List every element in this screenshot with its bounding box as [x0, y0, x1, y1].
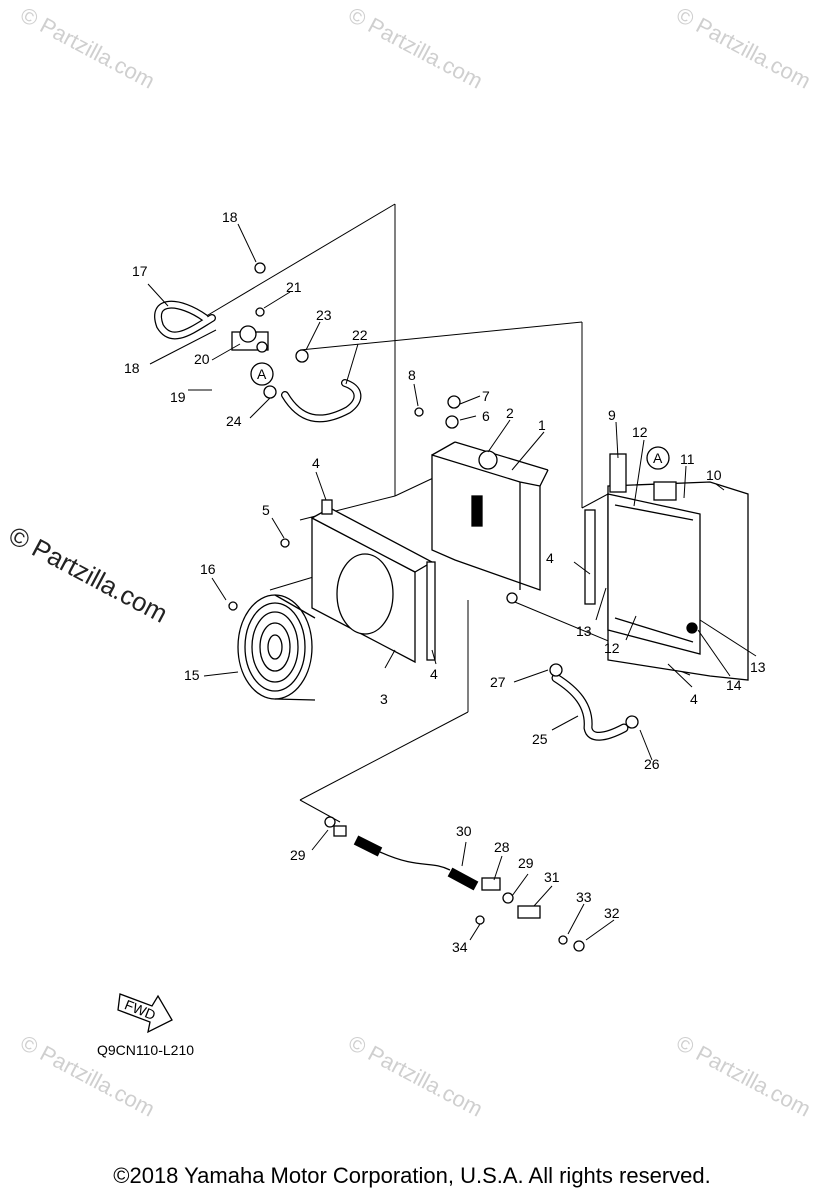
callout-13b: 13: [750, 659, 766, 675]
callout-24: 24: [226, 413, 242, 429]
callout-5: 5: [262, 502, 270, 518]
copyright-notice: ©2018 Yamaha Motor Corporation, U.S.A. A…: [113, 1163, 711, 1188]
fwd-arrow-icon: [117, 993, 173, 1034]
callout-15: 15: [184, 667, 200, 683]
upper-hose-17-inner: [155, 302, 215, 339]
callout-11: 11: [680, 451, 695, 467]
callout-4c: 4: [546, 550, 554, 566]
thermostat-housing: [231, 325, 269, 353]
callout-18a: 18: [222, 209, 238, 225]
callout-4a: 4: [312, 455, 320, 471]
fan-assembly: [237, 594, 316, 701]
seal-strip-left: [426, 561, 436, 661]
guide-lines: [202, 203, 691, 823]
fan-shroud: [310, 499, 434, 664]
callout-34: 34: [452, 939, 468, 955]
callout-25: 25: [532, 731, 548, 747]
callout-8: 8: [408, 367, 416, 383]
callout-30: 30: [456, 823, 472, 839]
callout-23: 23: [316, 307, 332, 323]
diagram-code: Q9CN110-L210: [97, 1042, 195, 1058]
callout-13a: 13: [576, 623, 592, 639]
lower-hose-25-inner: [552, 674, 628, 740]
callout-4d: 4: [690, 691, 698, 707]
upper-hose-22-inner: [282, 380, 361, 422]
callout-3: 3: [380, 691, 388, 707]
callout-29b: 29: [518, 855, 534, 871]
callout-22: 22: [352, 327, 368, 343]
marker-a-left: [250, 362, 274, 386]
callout-12b: 12: [604, 640, 620, 656]
callout-9: 9: [608, 407, 616, 423]
side-panel: [607, 453, 749, 681]
callout-27: 27: [490, 674, 506, 690]
callout-14: 14: [726, 677, 742, 693]
marker-a-right-label: A: [653, 450, 663, 466]
callout-31: 31: [544, 869, 560, 885]
callout-6: 6: [482, 408, 490, 424]
callout-17: 17: [132, 263, 148, 279]
callout-26: 26: [644, 756, 660, 772]
radiator: [431, 441, 549, 604]
drain-tube: [333, 825, 541, 919]
callout-16: 16: [200, 561, 216, 577]
callout-4b: 4: [430, 666, 438, 682]
callout-21: 21: [286, 279, 302, 295]
marker-a-left-label: A: [257, 366, 267, 382]
callout-7: 7: [482, 388, 490, 404]
marker-a-right: [646, 446, 670, 470]
fasteners: [228, 262, 639, 952]
callout-29a: 29: [290, 847, 306, 863]
callout-12a: 12: [632, 424, 648, 440]
callout-32: 32: [604, 905, 620, 921]
callout-33: 33: [576, 889, 592, 905]
callout-2: 2: [506, 405, 514, 421]
callout-20: 20: [194, 351, 210, 367]
callout-10: 10: [706, 467, 722, 483]
fwd-label: FWD: [122, 996, 158, 1023]
callout-18b: 18: [124, 360, 140, 376]
seal-strip-mid: [584, 509, 596, 605]
callout-1: 1: [538, 417, 546, 433]
leader-lines: [147, 223, 757, 941]
callout-19: 19: [170, 389, 186, 405]
callout-28: 28: [494, 839, 510, 855]
